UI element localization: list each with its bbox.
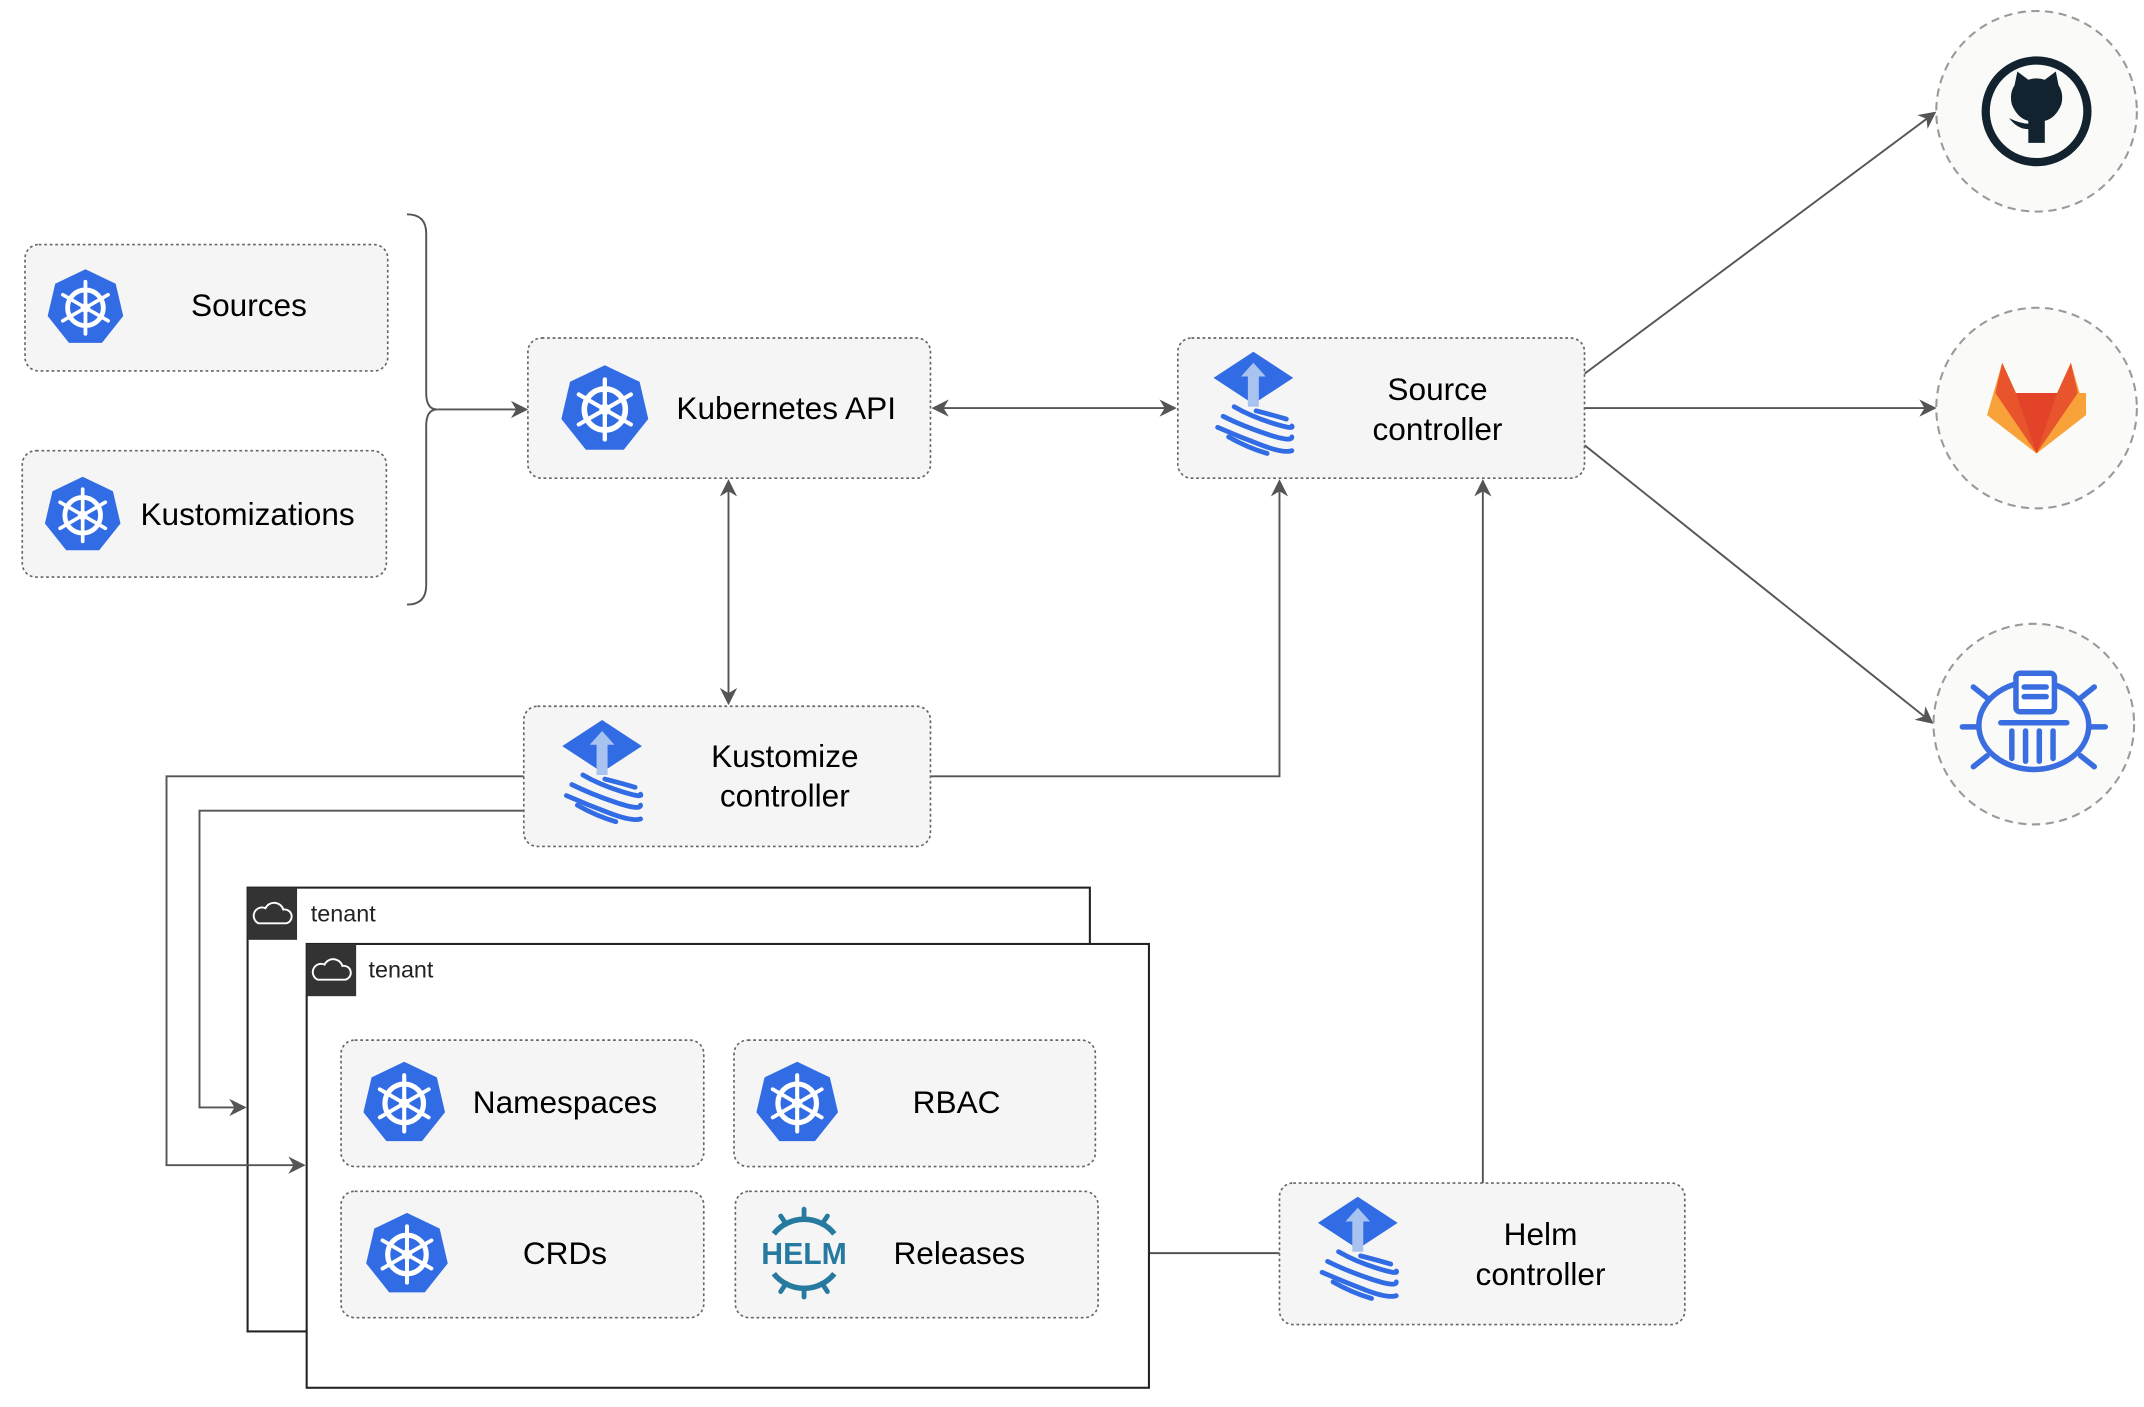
node-label: controller bbox=[1476, 1256, 1606, 1292]
node-sources[interactable]: Sources bbox=[24, 243, 389, 372]
node-label: Sources bbox=[191, 287, 307, 323]
node-rbac[interactable]: RBAC bbox=[733, 1039, 1097, 1168]
cloud-icon bbox=[311, 958, 352, 981]
edge-kustomize-tenant-back bbox=[198, 809, 524, 1117]
tenant-label: tenant bbox=[369, 957, 434, 983]
tenant-label: tenant bbox=[311, 900, 376, 926]
node-releases[interactable]: HELM Releases bbox=[734, 1190, 1099, 1319]
github-node[interactable] bbox=[1935, 9, 2138, 213]
node-label: Source bbox=[1387, 371, 1487, 407]
node-kubernetes-api[interactable]: Kubernetes API bbox=[527, 337, 932, 479]
node-label: Namespaces bbox=[473, 1084, 657, 1120]
bucket-icon bbox=[1959, 670, 2109, 773]
node-kustomizations[interactable]: Kustomizations bbox=[21, 449, 388, 578]
node-label: controller bbox=[1373, 411, 1503, 447]
node-crds[interactable]: CRDs bbox=[340, 1190, 705, 1319]
node-helm-controller[interactable]: Helm controller bbox=[1278, 1182, 1686, 1326]
github-icon bbox=[1981, 56, 2092, 167]
node-label: RBAC bbox=[913, 1084, 1001, 1120]
node-label: Helm bbox=[1504, 1216, 1578, 1252]
brace bbox=[406, 213, 438, 606]
node-namespaces[interactable]: Namespaces bbox=[340, 1039, 705, 1168]
node-kustomize-controller[interactable]: Kustomize controller bbox=[522, 705, 932, 848]
gitlab-icon bbox=[1987, 362, 2087, 454]
edge-source-github bbox=[1583, 111, 1937, 375]
gitlab-node[interactable] bbox=[1935, 306, 2138, 510]
edge-source-bucket bbox=[1583, 444, 1934, 724]
node-label: CRDs bbox=[523, 1235, 607, 1271]
edge-kustomize-tenant-front bbox=[165, 775, 524, 1174]
edge-kustomize-source bbox=[930, 479, 1289, 778]
cloud-icon bbox=[252, 901, 293, 925]
node-label: Releases bbox=[893, 1235, 1025, 1271]
node-label: Kustomizations bbox=[140, 496, 354, 532]
helm-icon: HELM bbox=[761, 1206, 847, 1300]
bucket-node[interactable] bbox=[1932, 622, 2136, 826]
node-label: controller bbox=[720, 778, 850, 814]
helm-logo-text: HELM bbox=[761, 1238, 847, 1271]
node-source-controller[interactable]: Source controller bbox=[1176, 337, 1586, 479]
node-label: Kustomize bbox=[711, 738, 858, 774]
node-label: Kubernetes API bbox=[676, 390, 896, 426]
